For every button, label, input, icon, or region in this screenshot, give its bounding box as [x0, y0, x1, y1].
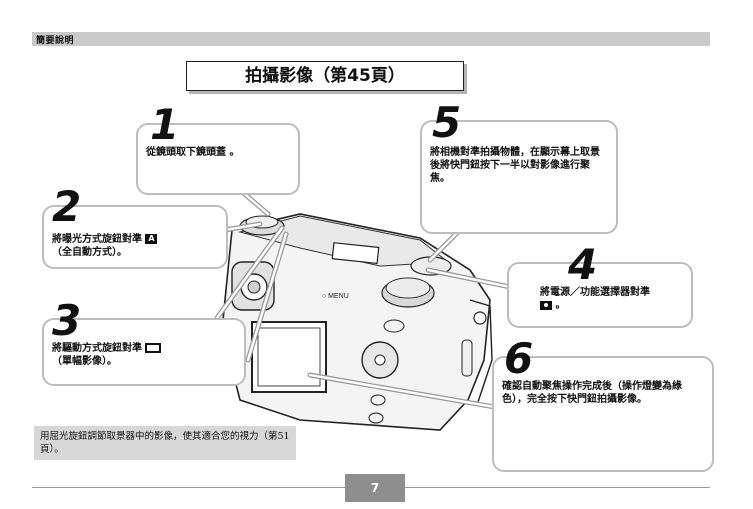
- page-title: 拍攝影像（第45頁）: [186, 61, 464, 91]
- tip-box: [34, 426, 296, 460]
- step-text-2: 將曝光方式旋鈕對準 A （全自動方式）。: [52, 233, 218, 259]
- step-text-3-before: 將驅動方式旋鈕對準: [52, 343, 142, 354]
- step-number-1: 1: [150, 100, 180, 149]
- auto-mode-icon: A: [145, 234, 158, 244]
- step-text-2-after: （全自動方式）。: [52, 247, 127, 258]
- step-text-2-before: 將曝光方式旋鈕對準: [52, 234, 142, 245]
- step-text-6: 確認自動聚焦操作完成後（操作燈變為綠色），完全按下快門鈕拍攝影像。: [502, 381, 682, 405]
- camera-mode-icon: [540, 300, 552, 310]
- step-number-5: 5: [432, 98, 462, 147]
- callout-step-2: [42, 205, 228, 269]
- step-text-3-after: （單幅影像）。: [52, 356, 117, 367]
- step-text-4: 將電源／功能選擇器對準 。: [540, 286, 684, 312]
- step-number-4: 4: [568, 240, 598, 289]
- step-text-4-after: 。: [555, 300, 566, 311]
- step-number-3: 3: [52, 296, 82, 345]
- page-number: 7: [345, 474, 405, 502]
- callout-step-5: [420, 120, 618, 234]
- step-text-4-before: 將電源／功能選擇器對準: [540, 287, 650, 298]
- step-text-5: 將相機對準拍攝物體，在顯示幕上取景後將快門鈕按下一半以對影像進行聚焦。: [430, 147, 600, 184]
- step-text-1: 從鏡頭取下鏡頭蓋 。: [146, 147, 240, 158]
- section-label: 簡要說明: [36, 36, 75, 46]
- step-number-6: 6: [504, 334, 534, 383]
- step-number-2: 2: [52, 182, 82, 231]
- single-frame-icon: [145, 343, 162, 353]
- callout-step-1: [136, 123, 300, 195]
- header-bar: [32, 32, 710, 46]
- step-text-3: 將驅動方式旋鈕對準 （單幅影像）。: [52, 342, 236, 368]
- callout-step-4: [507, 262, 693, 328]
- svg-text:○ MENU: ○ MENU: [322, 293, 349, 300]
- callout-step-6: [492, 356, 714, 472]
- callout-step-3: [42, 318, 246, 386]
- tip-text: 用屈光旋鈕調節取景器中的影像，使其適合您的視力（第51頁）。: [40, 431, 290, 455]
